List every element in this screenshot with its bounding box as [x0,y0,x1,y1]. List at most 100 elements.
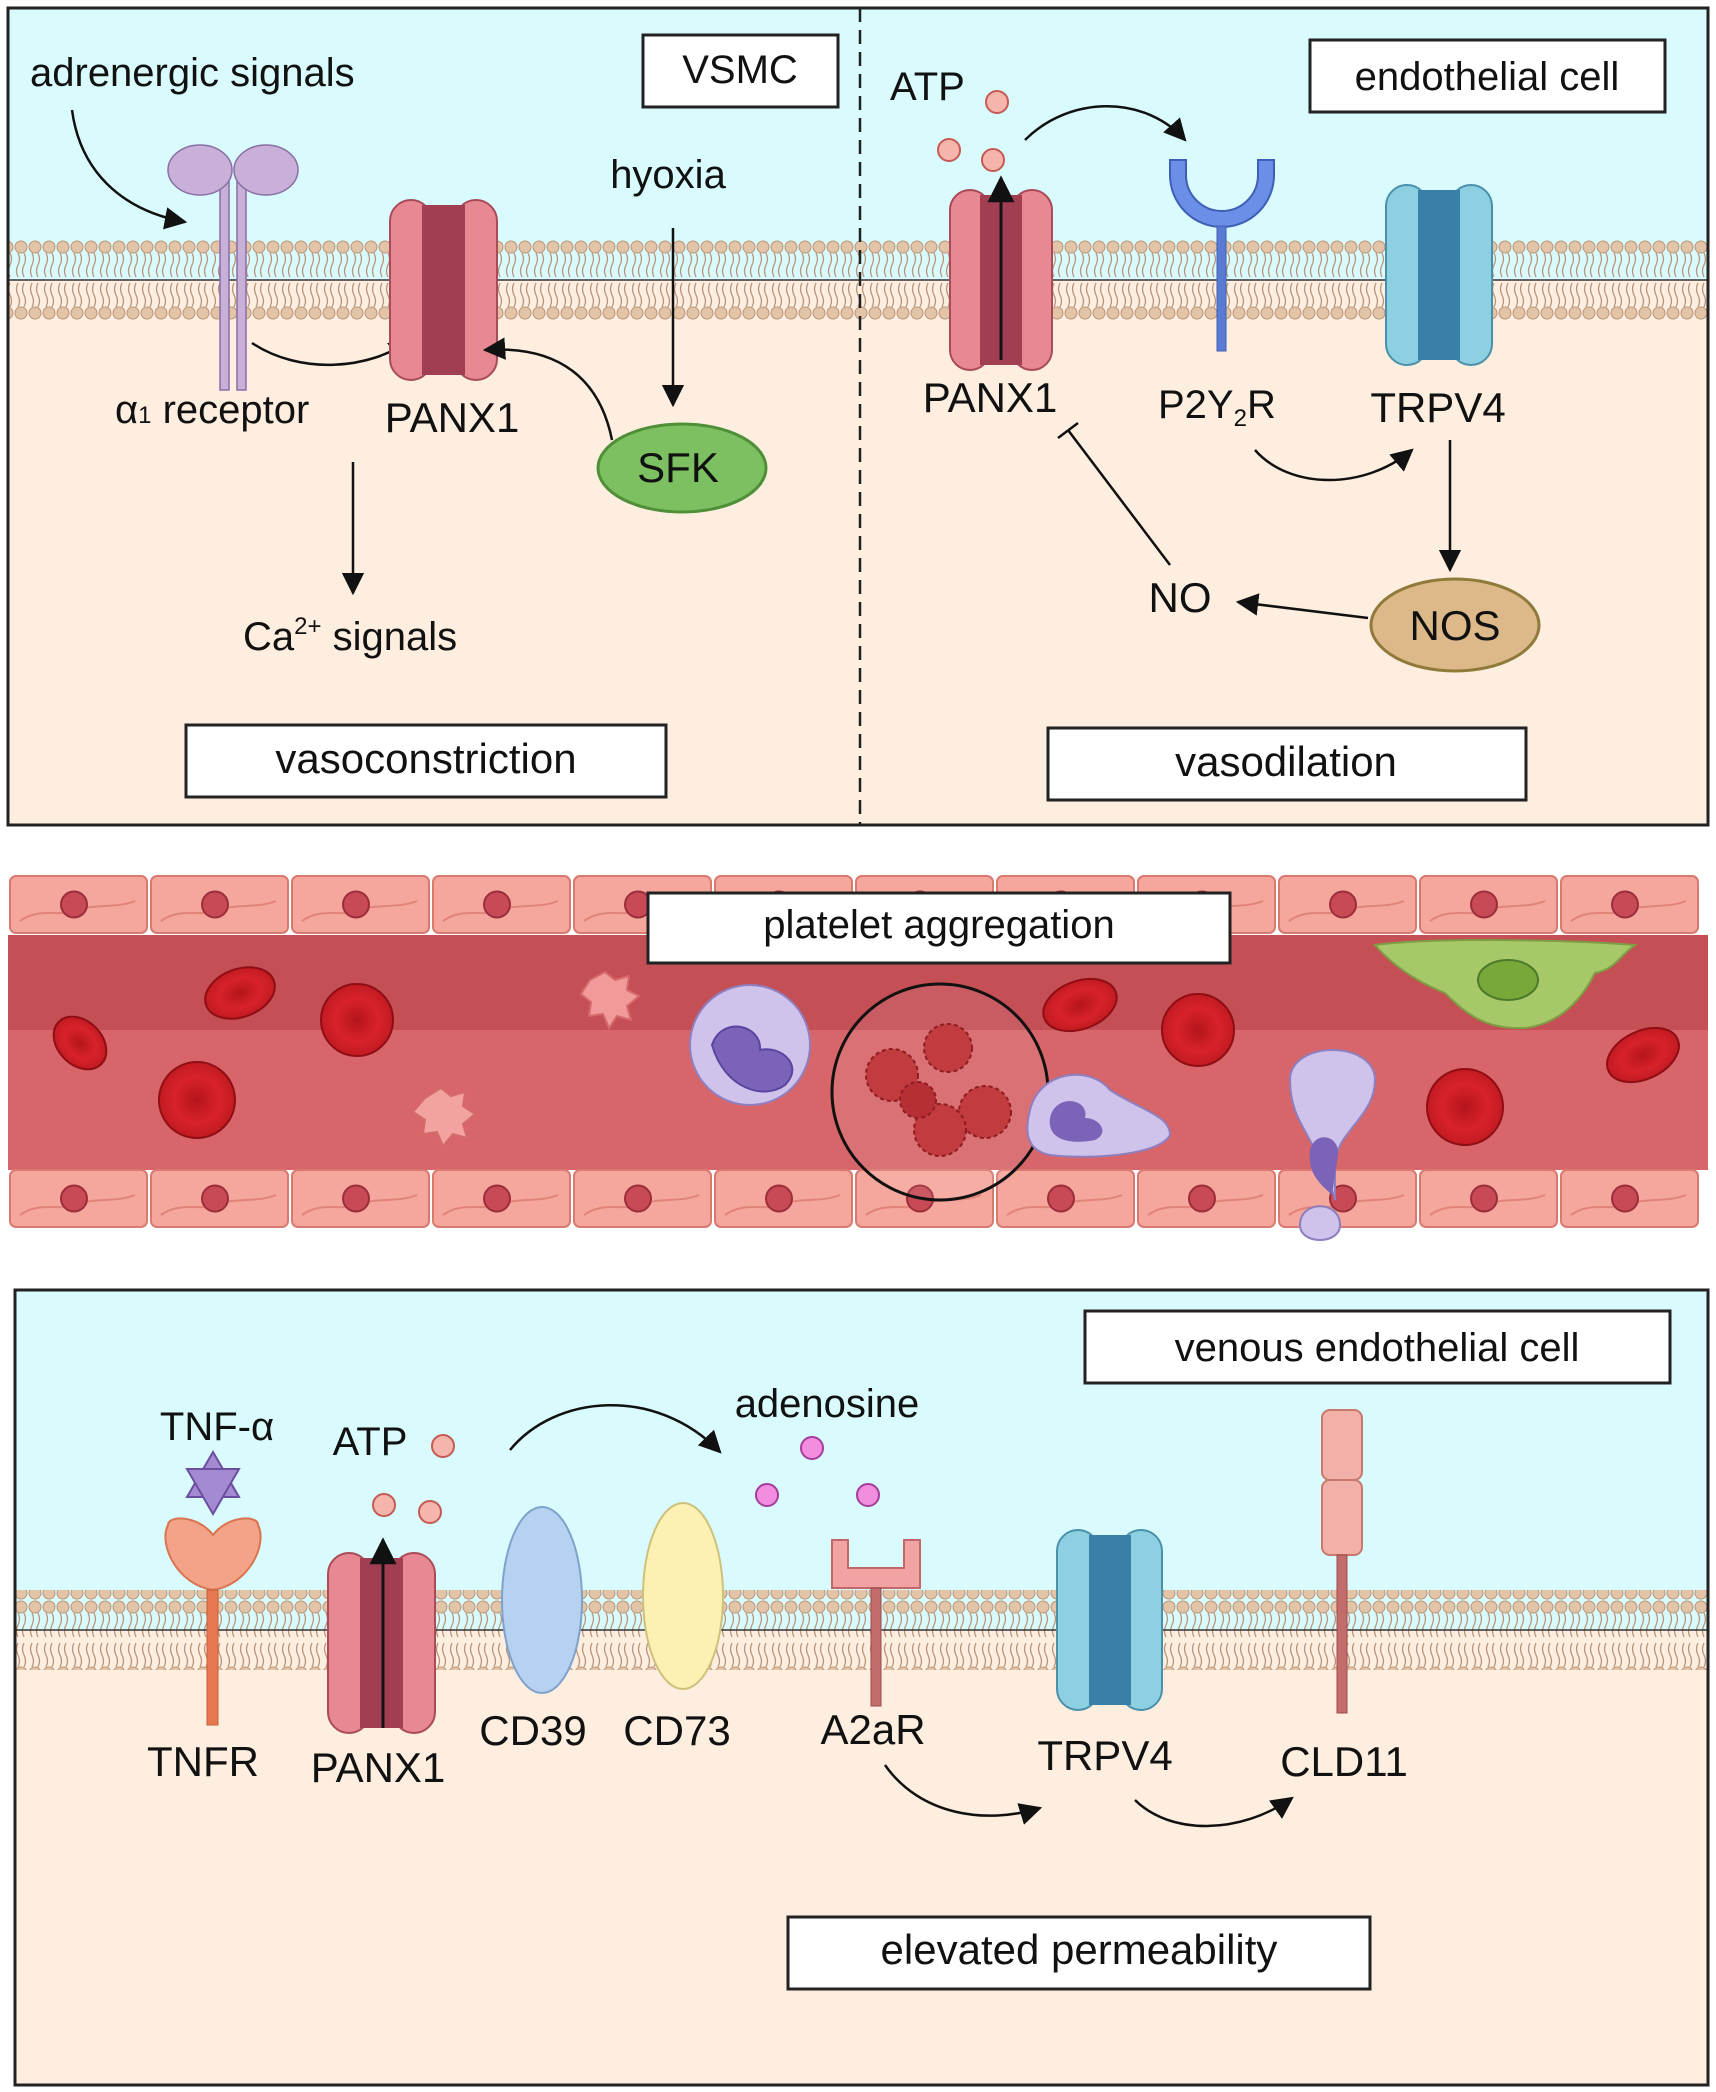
transmigrating-cell [1288,1049,1377,1241]
sfk-oval [596,422,768,514]
cd39-enzyme [501,1506,583,1694]
alpha1-receptor [167,144,299,391]
tnf-alpha-molecule [185,1450,241,1516]
atp-to-p2y-arrow [1024,105,1187,142]
endothelial-wall-cell [714,1169,853,1228]
platelet-aggregation-label: platelet aggregation [763,903,1114,947]
platelet [411,1086,477,1148]
red-blood-cell [320,983,394,1057]
atp-to-adenosine-arrow [509,1403,722,1454]
endothelial-wall-cell [573,1169,712,1228]
endothelial-wall-cell [432,875,571,934]
atp-molecule [431,1434,455,1458]
panel-top: VSMC adrenergic signals α1 receptor PANX… [6,6,1710,827]
no-label: NO [1149,574,1212,621]
vasodilation-box [1046,726,1528,802]
trpv4-venous-label: TRPV4 [1037,1732,1172,1779]
endothelial-wall-cell [9,875,148,934]
endothelial-wall-cell [291,1169,430,1228]
a2ar-label: A2aR [820,1706,925,1753]
atp-molecule [981,148,1005,172]
elevated-permeability-box [786,1915,1372,1991]
endothelial-tag-box [1308,38,1667,114]
cd73-enzyme [642,1502,724,1690]
adenosine-molecule [755,1483,779,1507]
trpv4-endothelial-label: TRPV4 [1370,384,1505,431]
panx1-channel-vsmc [389,199,498,381]
vasoconstriction-box [184,723,668,799]
endothelial-wall-cell [1560,1169,1699,1228]
cld11-protein [1321,1409,1363,1714]
venous-tag-box [1083,1309,1672,1385]
sfk-to-panx1-arrow [482,337,614,441]
leukocyte [689,984,811,1106]
red-blood-cell [52,1015,108,1071]
trpv4-channel-endothelial [1385,184,1493,366]
hypoxia-label: hyoxia [610,153,726,197]
endothelial-tag: endothelial cell [1355,55,1620,99]
atp-molecule [418,1500,442,1524]
atp-bottom-label: ATP [333,1420,408,1464]
atp-molecule [937,138,961,162]
no-inhibits-panx1 [1057,422,1171,566]
endothelial-wall-cell [1278,875,1417,934]
nos-label: NOS [1409,602,1500,649]
endothelial-wall-cell [9,1169,148,1228]
tnf-alpha-label: TNF-α [160,1405,274,1449]
nos-to-no-arrow [1235,593,1369,620]
endothelial-wall-cell [291,875,430,934]
platelet-aggregate [830,982,1050,1202]
venous-tag: venous endothelial cell [1175,1326,1580,1370]
adenosine-molecule [856,1483,880,1507]
adenosine-molecule [800,1436,824,1460]
panx1-channel-endothelial [949,175,1053,371]
cld11-label: CLD11 [1280,1738,1408,1785]
ca-signals-label: Ca2+ signals [243,613,457,659]
elevated-permeability-label: elevated permeability [881,1926,1278,1973]
endothelial-wall-cell [1419,875,1558,934]
bottom-intracellular [15,1630,1708,2085]
endothelial-wall-cell [150,875,289,934]
cd39-label: CD39 [479,1707,586,1754]
red-blood-cells [52,966,1680,1146]
vsmc-tag-box [641,33,840,109]
endothelial-wall-cell [1137,1169,1276,1228]
red-blood-cell [1426,1068,1504,1146]
cd73-label: CD73 [623,1707,730,1754]
tnfr-receptor [164,1517,262,1726]
red-blood-cell [1161,993,1235,1067]
adenosine-label: adenosine [735,1382,920,1426]
endothelial-wall-cell [432,1169,571,1228]
top-border [6,6,1710,827]
a2ar-to-trpv4-arrow [883,1764,1043,1825]
panel-vessel: platelet aggregation [8,875,1708,1241]
panx1-vsmc-label: PANX1 [385,394,520,441]
a2ar-receptor [831,1539,921,1707]
atp-molecule [372,1493,396,1517]
sfk-label: SFK [637,444,719,491]
panx1-endothelial-label: PANX1 [923,374,1058,421]
platelet-aggregation-box [646,891,1232,965]
red-blood-cell [1606,1026,1680,1084]
red-blood-cell [204,966,276,1020]
red-blood-cell [1042,977,1118,1033]
adrenergic-arrow [70,109,188,230]
nos-oval [1369,577,1541,673]
endothelial-wall-cell [1278,1169,1417,1228]
vsmc-tag: VSMC [682,48,798,92]
endothelial-wall-cell [1560,875,1699,934]
vasodilation-label: vasodilation [1175,738,1397,785]
bottom-border [13,1288,1710,2087]
p2y2r-label: P2Y2R [1158,383,1276,432]
endothelial-wall-cell [996,1169,1135,1228]
atp-molecule [985,90,1009,114]
atp-top-label: ATP [890,65,965,109]
endothelial-wall-cell [150,1169,289,1228]
vasoconstriction-label: vasoconstriction [275,735,576,782]
p2y-to-trpv4-arrow [1254,448,1414,482]
trpv4-channel-venous [1056,1529,1163,1711]
monocyte [1026,1073,1172,1158]
red-blood-cell [158,1061,236,1139]
panx1-venous-label: PANX1 [311,1744,446,1791]
